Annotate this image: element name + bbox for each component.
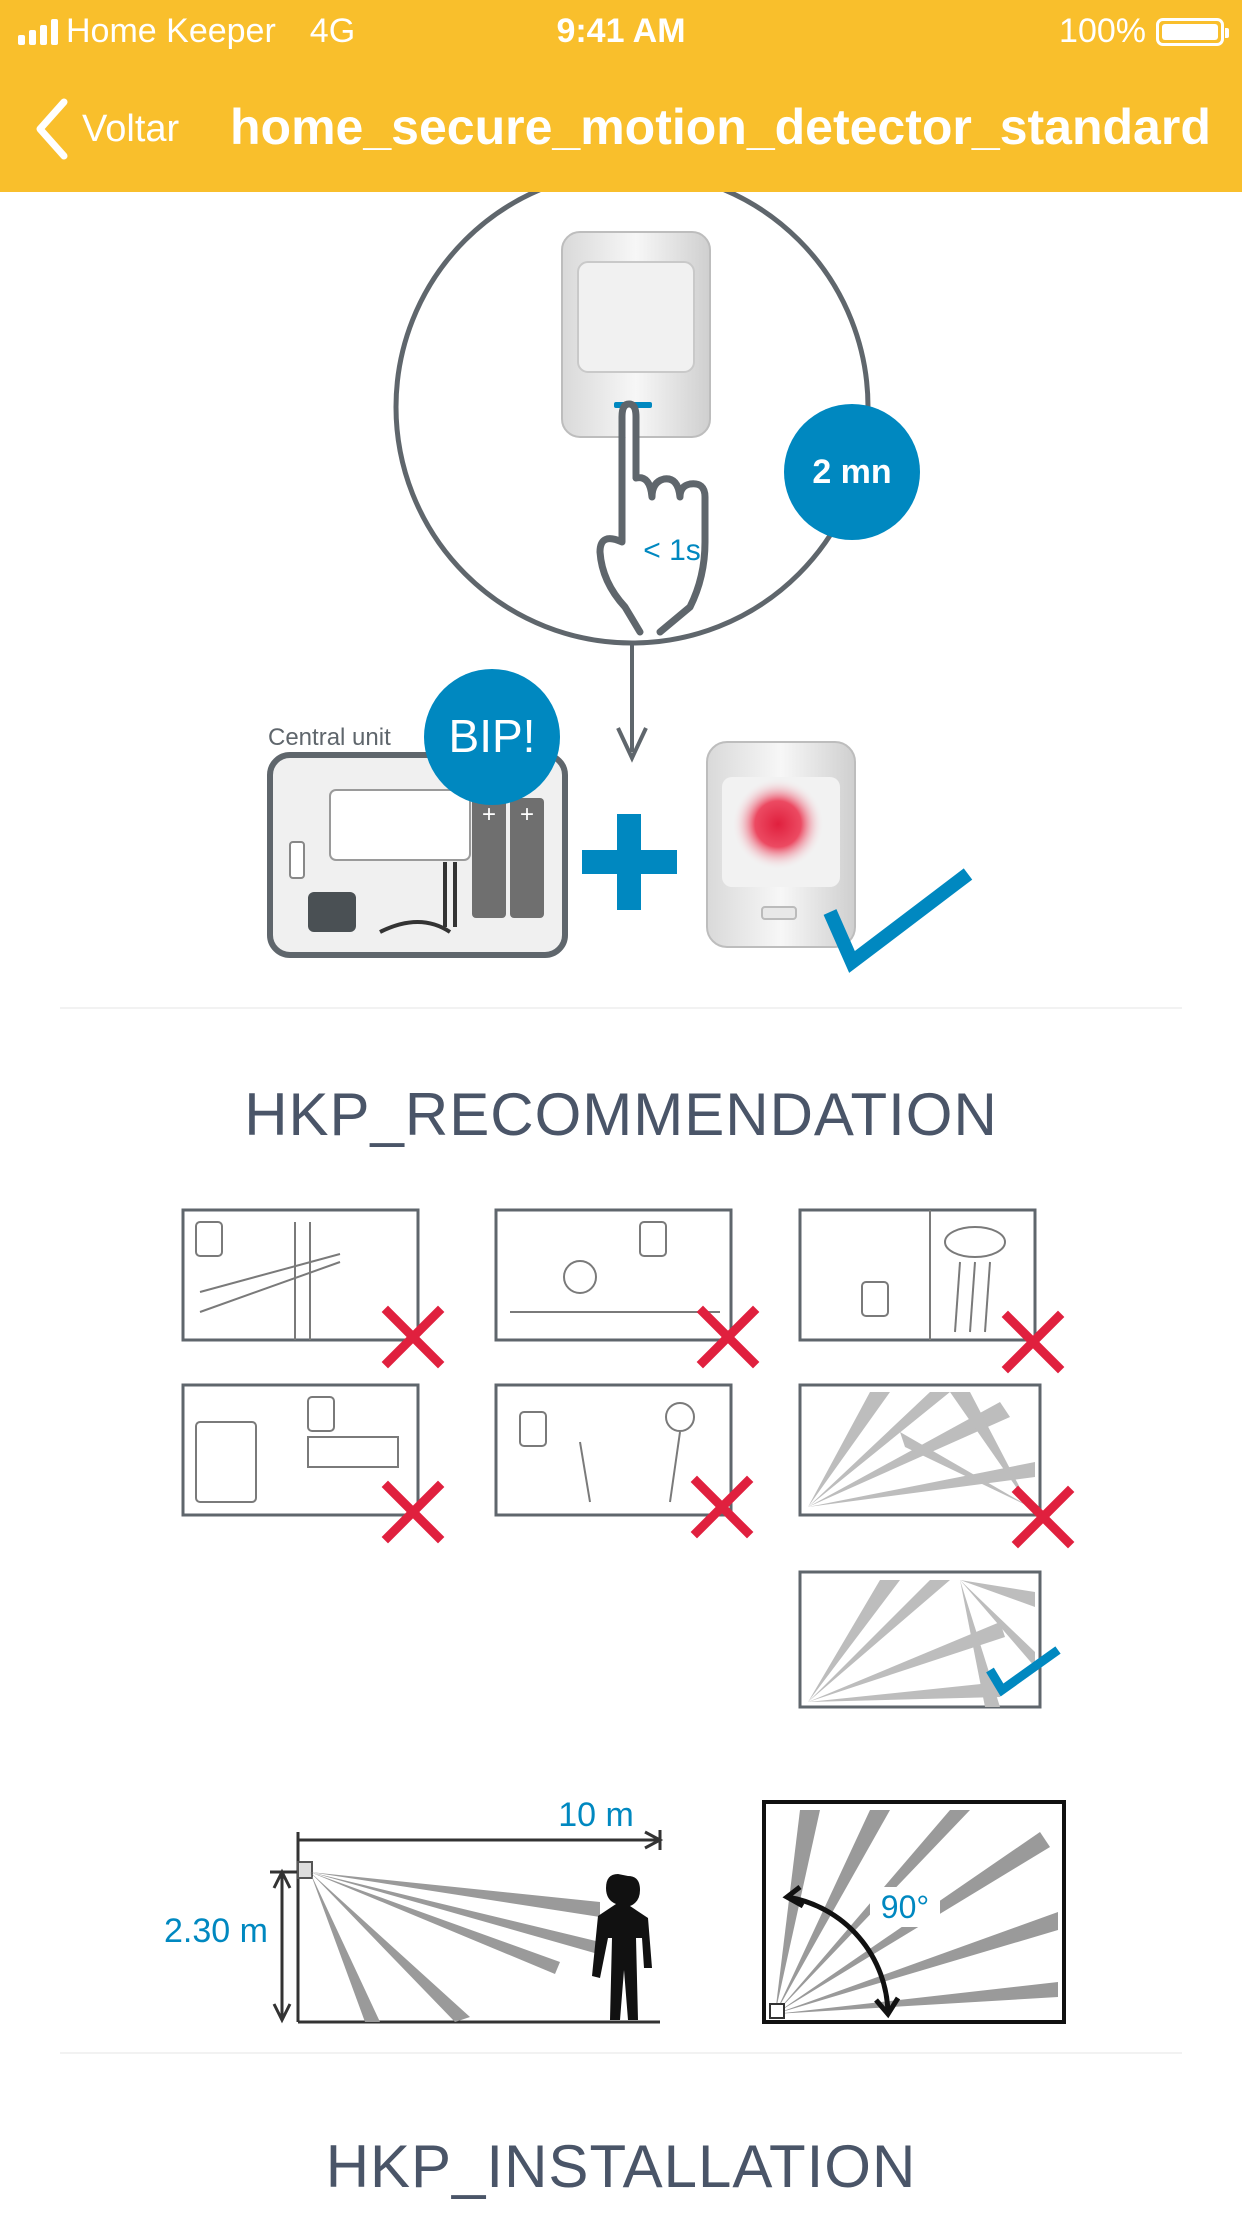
battery-percent: 100%	[1059, 12, 1146, 50]
cross-icon	[1001, 1310, 1065, 1374]
distance-label: 10 m	[558, 1796, 634, 1834]
press-duration: < 1s	[643, 534, 701, 567]
svg-text:+: +	[520, 801, 534, 828]
bip-label: BIP!	[449, 710, 536, 762]
hand-icon	[596, 400, 709, 636]
height-label: 2.30 m	[164, 1912, 268, 1950]
svg-text:+: +	[482, 801, 496, 828]
cross-icon	[696, 1305, 760, 1369]
carrier-name: Home Keeper	[66, 12, 276, 50]
tile-radiator	[181, 1383, 420, 1517]
central-unit-image: + +	[267, 752, 568, 958]
recommendation-grid	[181, 1208, 1075, 1709]
divider	[60, 1007, 1182, 1009]
status-bar: Home Keeper 4G 9:41 AM 100%	[0, 0, 1242, 62]
page-title: home_secure_motion_detector_standard	[230, 99, 1211, 155]
status-time: 9:41 AM	[556, 12, 686, 50]
detector-led-image	[706, 741, 856, 948]
wait-time: 2 mn	[812, 453, 891, 491]
navigation-bar: Voltar home_secure_motion_detector_stand…	[0, 62, 1242, 192]
cross-icon	[690, 1475, 754, 1539]
angle-diagram: 90°	[762, 1800, 1066, 2024]
motion-detector-image	[561, 231, 711, 438]
back-button[interactable]: Voltar	[34, 98, 179, 160]
person-silhouette	[592, 1874, 652, 2020]
battery-icon	[1156, 17, 1229, 46]
checkmark-icon	[986, 1646, 1061, 1697]
status-right: 100%	[1059, 12, 1229, 51]
tile-obstacle	[494, 1383, 733, 1517]
tile-window	[181, 1208, 420, 1342]
cross-icon	[381, 1480, 445, 1544]
status-left: Home Keeper 4G	[18, 12, 355, 51]
tile-kitchen	[494, 1208, 733, 1342]
cross-icon	[1011, 1485, 1075, 1549]
arrow-down-icon	[616, 727, 648, 763]
range-diagram: 10 m 2.30 m	[164, 1796, 664, 2024]
network-type: 4G	[309, 12, 356, 50]
pairing-illustration: < 1s 2 mn + + Central unit BIP!	[267, 192, 973, 973]
chevron-left-icon	[36, 98, 68, 160]
recommendation-heading: HKP_RECOMMENDATION	[244, 1081, 998, 1148]
checkmark-icon	[823, 868, 973, 973]
angle-label: 90°	[881, 1889, 929, 1925]
cross-icon	[381, 1305, 445, 1369]
content-scroll[interactable]: < 1s 2 mn + + Central unit BIP!	[0, 192, 1242, 2208]
bip-badge	[424, 669, 560, 805]
installation-heading: HKP_INSTALLATION	[325, 2133, 917, 2200]
central-unit-label: Central unit	[268, 724, 391, 751]
tile-outdoor	[798, 1208, 1037, 1342]
back-label: Voltar	[82, 107, 180, 150]
wait-badge	[784, 404, 920, 540]
signal-icon	[18, 18, 58, 45]
divider	[60, 2052, 1182, 2054]
placement-diagrams: 10 m 2.30 m	[164, 1796, 1066, 2024]
